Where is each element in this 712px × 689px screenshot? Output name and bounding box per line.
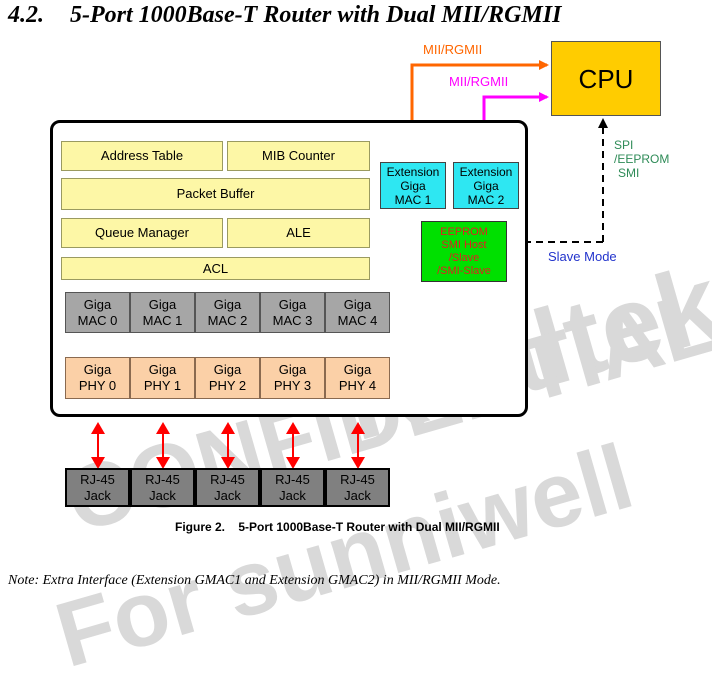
red-arrow-3 bbox=[286, 422, 300, 469]
red-arrow-2 bbox=[221, 422, 235, 469]
packet-buffer-block: Packet Buffer bbox=[61, 178, 370, 210]
red-arrow-4 bbox=[351, 422, 365, 469]
mac-1-line-2: MAC 1 bbox=[142, 312, 183, 328]
jack-1-line-1: RJ-45 bbox=[145, 471, 180, 487]
eeprom-line-4: /SMI-Slave bbox=[437, 264, 491, 277]
mac-3-line-1: Giga bbox=[278, 296, 307, 312]
ext-mac-1-line-2: Giga bbox=[400, 178, 426, 193]
mac-4-line-1: Giga bbox=[343, 296, 372, 312]
jack-1-line-2: Jack bbox=[149, 487, 176, 503]
mac-0-line-1: Giga bbox=[83, 296, 112, 312]
mii-rgmii-label-orange: MII/RGMII bbox=[423, 42, 483, 57]
eeprom-line-1: EEPROM bbox=[440, 225, 488, 238]
ext-mac-2-line-3: MAC 2 bbox=[467, 192, 505, 207]
mac-2-line-2: MAC 2 bbox=[207, 312, 248, 328]
cpu-block: CPU bbox=[551, 41, 661, 116]
mac-2-line-1: Giga bbox=[213, 296, 242, 312]
mac-3-line-2: MAC 3 bbox=[272, 312, 313, 328]
mac-0-line-2: MAC 0 bbox=[77, 312, 118, 328]
queue-manager-block: Queue Manager bbox=[61, 218, 223, 248]
eeprom-label: /EEPROM bbox=[614, 152, 670, 166]
jack-0-line-2: Jack bbox=[84, 487, 111, 503]
phy-4-line-2: PHY 4 bbox=[338, 378, 377, 393]
eeprom-line-2: SMI Host bbox=[441, 238, 487, 251]
red-arrow-1 bbox=[156, 422, 170, 469]
phy-0-line-2: PHY 0 bbox=[78, 378, 117, 393]
mac-1-line-1: Giga bbox=[148, 296, 177, 312]
eeprom-smi-block: EEPROM SMI Host /Slave /SMI-Slave bbox=[421, 221, 507, 282]
phy-1-line-2: PHY 1 bbox=[143, 378, 182, 393]
eeprom-line-3: /Slave bbox=[448, 251, 480, 264]
acl-block: ACL bbox=[61, 257, 370, 280]
footnote: Note: Extra Interface (Extension GMAC1 a… bbox=[8, 573, 501, 588]
slave-mode-label: Slave Mode bbox=[548, 249, 617, 264]
phy-0-line-1: Giga bbox=[83, 362, 112, 377]
mii-rgmii-label-magenta: MII/RGMII bbox=[449, 74, 509, 89]
spi-eeprom-smi-label: SPI /EEPROM SMI bbox=[614, 138, 669, 180]
jack-4-line-1: RJ-45 bbox=[340, 471, 375, 487]
jack-0-line-1: RJ-45 bbox=[80, 471, 115, 487]
section-number: 4.2. bbox=[8, 2, 44, 28]
section-title: 5-Port 1000Base-T Router with Dual MII/R… bbox=[70, 2, 562, 28]
extension-giga-mac-2-block: Extension Giga MAC 2 bbox=[453, 162, 519, 209]
mac-4-line-2: MAC 4 bbox=[337, 312, 378, 328]
ext-mac-1-line-1: Extension bbox=[386, 164, 440, 179]
phy-2-line-1: Giga bbox=[213, 362, 242, 377]
phy-1-line-1: Giga bbox=[148, 362, 177, 377]
ext-mac-1-line-3: MAC 1 bbox=[394, 192, 432, 207]
spi-label: SPI bbox=[614, 138, 634, 152]
jack-2-line-1: RJ-45 bbox=[210, 471, 245, 487]
mib-counter-block: MIB Counter bbox=[227, 141, 370, 171]
phy-2-line-2: PHY 2 bbox=[208, 378, 247, 393]
red-arrow-0 bbox=[91, 422, 105, 469]
jack-3-line-1: RJ-45 bbox=[275, 471, 310, 487]
jack-3-line-2: Jack bbox=[279, 487, 306, 503]
extension-giga-mac-1-block: Extension Giga MAC 1 bbox=[380, 162, 446, 209]
phy-4-line-1: Giga bbox=[343, 362, 372, 377]
address-table-block: Address Table bbox=[61, 141, 223, 171]
phy-3-line-1: Giga bbox=[278, 362, 307, 377]
ext-mac-2-line-1: Extension bbox=[459, 164, 513, 179]
smi-label: SMI bbox=[618, 166, 640, 180]
phy-jack-arrows bbox=[91, 422, 365, 469]
jack-2-line-2: Jack bbox=[214, 487, 241, 503]
ale-block: ALE bbox=[227, 218, 370, 248]
ext-mac-2-line-2: Giga bbox=[473, 178, 499, 193]
section-heading: 4.2. 5-Port 1000Base-T Router with Dual M… bbox=[8, 2, 561, 29]
phy-3-line-2: PHY 3 bbox=[273, 378, 312, 393]
jack-4-line-2: Jack bbox=[344, 487, 371, 503]
figure-caption: Figure 2. 5-Port 1000Base-T Router with … bbox=[175, 520, 500, 534]
